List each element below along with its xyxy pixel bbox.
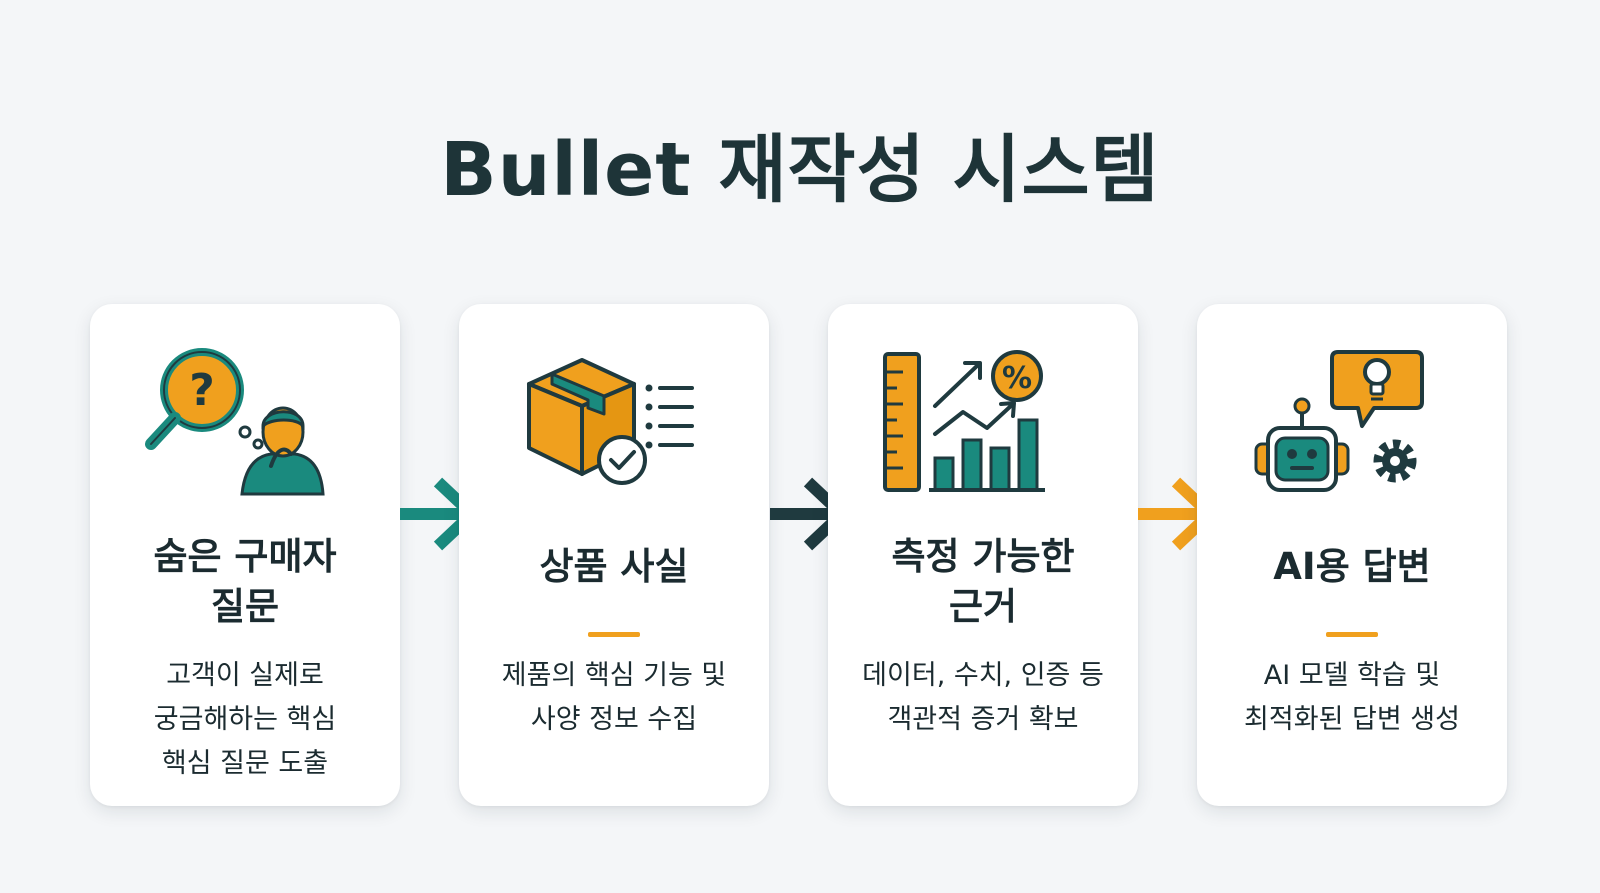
ruler-chart-percent-icon: % [883, 350, 1045, 492]
step-card-ai-answers: AI용 답변 AI 모델 학습 및 최적화된 답변 생성 [1197, 304, 1507, 806]
step-card-product-facts: 상품 사실 제품의 핵심 기능 및 사양 정보 수집 [459, 304, 769, 806]
magnifier-question-person-icon: ? [145, 348, 325, 496]
accent-divider [588, 632, 640, 637]
step-title: 숨은 구매자 질문 [153, 535, 337, 628]
svg-text:%: % [1002, 361, 1032, 396]
step-title: AI용 답변 [1273, 545, 1431, 588]
step-description: 데이터, 수치, 인증 등 객관적 증거 확보 [862, 660, 1104, 735]
step-title: 상품 사실 [539, 545, 689, 588]
robot-lightbulb-gear-icon [1254, 350, 1424, 492]
step-description: AI 모델 학습 및 최적화된 답변 생성 [1244, 660, 1460, 735]
accent-divider [1326, 632, 1378, 637]
step-card-hidden-questions: ? 숨은 구매자 질문 고객이 실제로 궁금해하는 핵심 핵심 질문 도출 [90, 304, 400, 806]
step-description: 고객이 실제로 궁금해하는 핵심 핵심 질문 도출 [153, 660, 337, 779]
step-title: 측정 가능한 근거 [891, 535, 1075, 628]
step-description: 제품의 핵심 기능 및 사양 정보 수집 [501, 660, 727, 735]
page-title: Bullet 재작성 시스템 [440, 127, 1160, 213]
step-card-measurable-evidence: % 측정 가능한 근거 데이터, 수치, 인증 등 객관적 증거 확보 [828, 304, 1138, 806]
svg-text:?: ? [189, 365, 215, 416]
package-checklist-icon [527, 358, 694, 485]
